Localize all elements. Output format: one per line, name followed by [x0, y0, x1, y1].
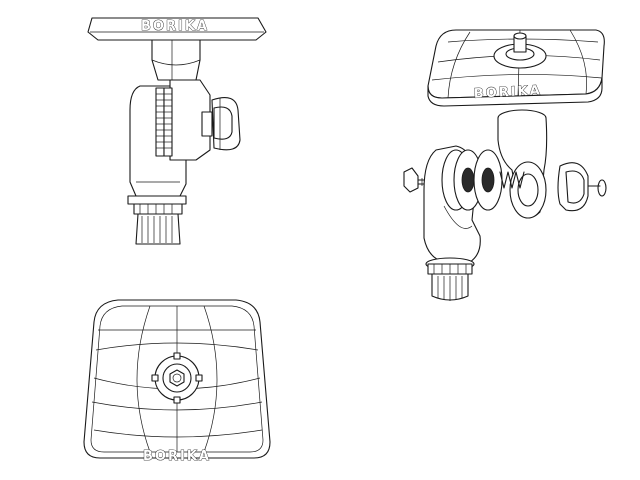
- side-view-collar: [127, 195, 187, 215]
- bottom-view-grid-lines: [91, 305, 263, 453]
- side-view-neck: [151, 39, 201, 82]
- bottom-view-center-mount: [151, 352, 203, 404]
- side-view-shaft: [135, 213, 181, 245]
- exploded-spring: [499, 171, 525, 189]
- exploded-collar: [425, 257, 475, 275]
- side-view-brand-logo: BORIKA: [141, 19, 209, 34]
- side-view-clamp-discs: [155, 87, 173, 157]
- side-view-base-plate: BORIKA: [87, 17, 267, 41]
- exploded-upper-arm: [497, 109, 548, 219]
- side-view-knob: [201, 97, 241, 151]
- bottom-view: BORIKA: [83, 299, 271, 464]
- exploded-knob: [557, 162, 607, 212]
- exploded-view: BORIKA: [403, 29, 607, 301]
- exploded-shaft: [431, 273, 469, 301]
- exploded-clamp-discs: [441, 149, 503, 211]
- side-view: BORIKA: [87, 17, 267, 245]
- exploded-brand-logo: BORIKA: [473, 83, 542, 102]
- exploded-plate: BORIKA: [427, 29, 605, 107]
- bottom-view-brand-logo: BORIKA: [143, 449, 211, 464]
